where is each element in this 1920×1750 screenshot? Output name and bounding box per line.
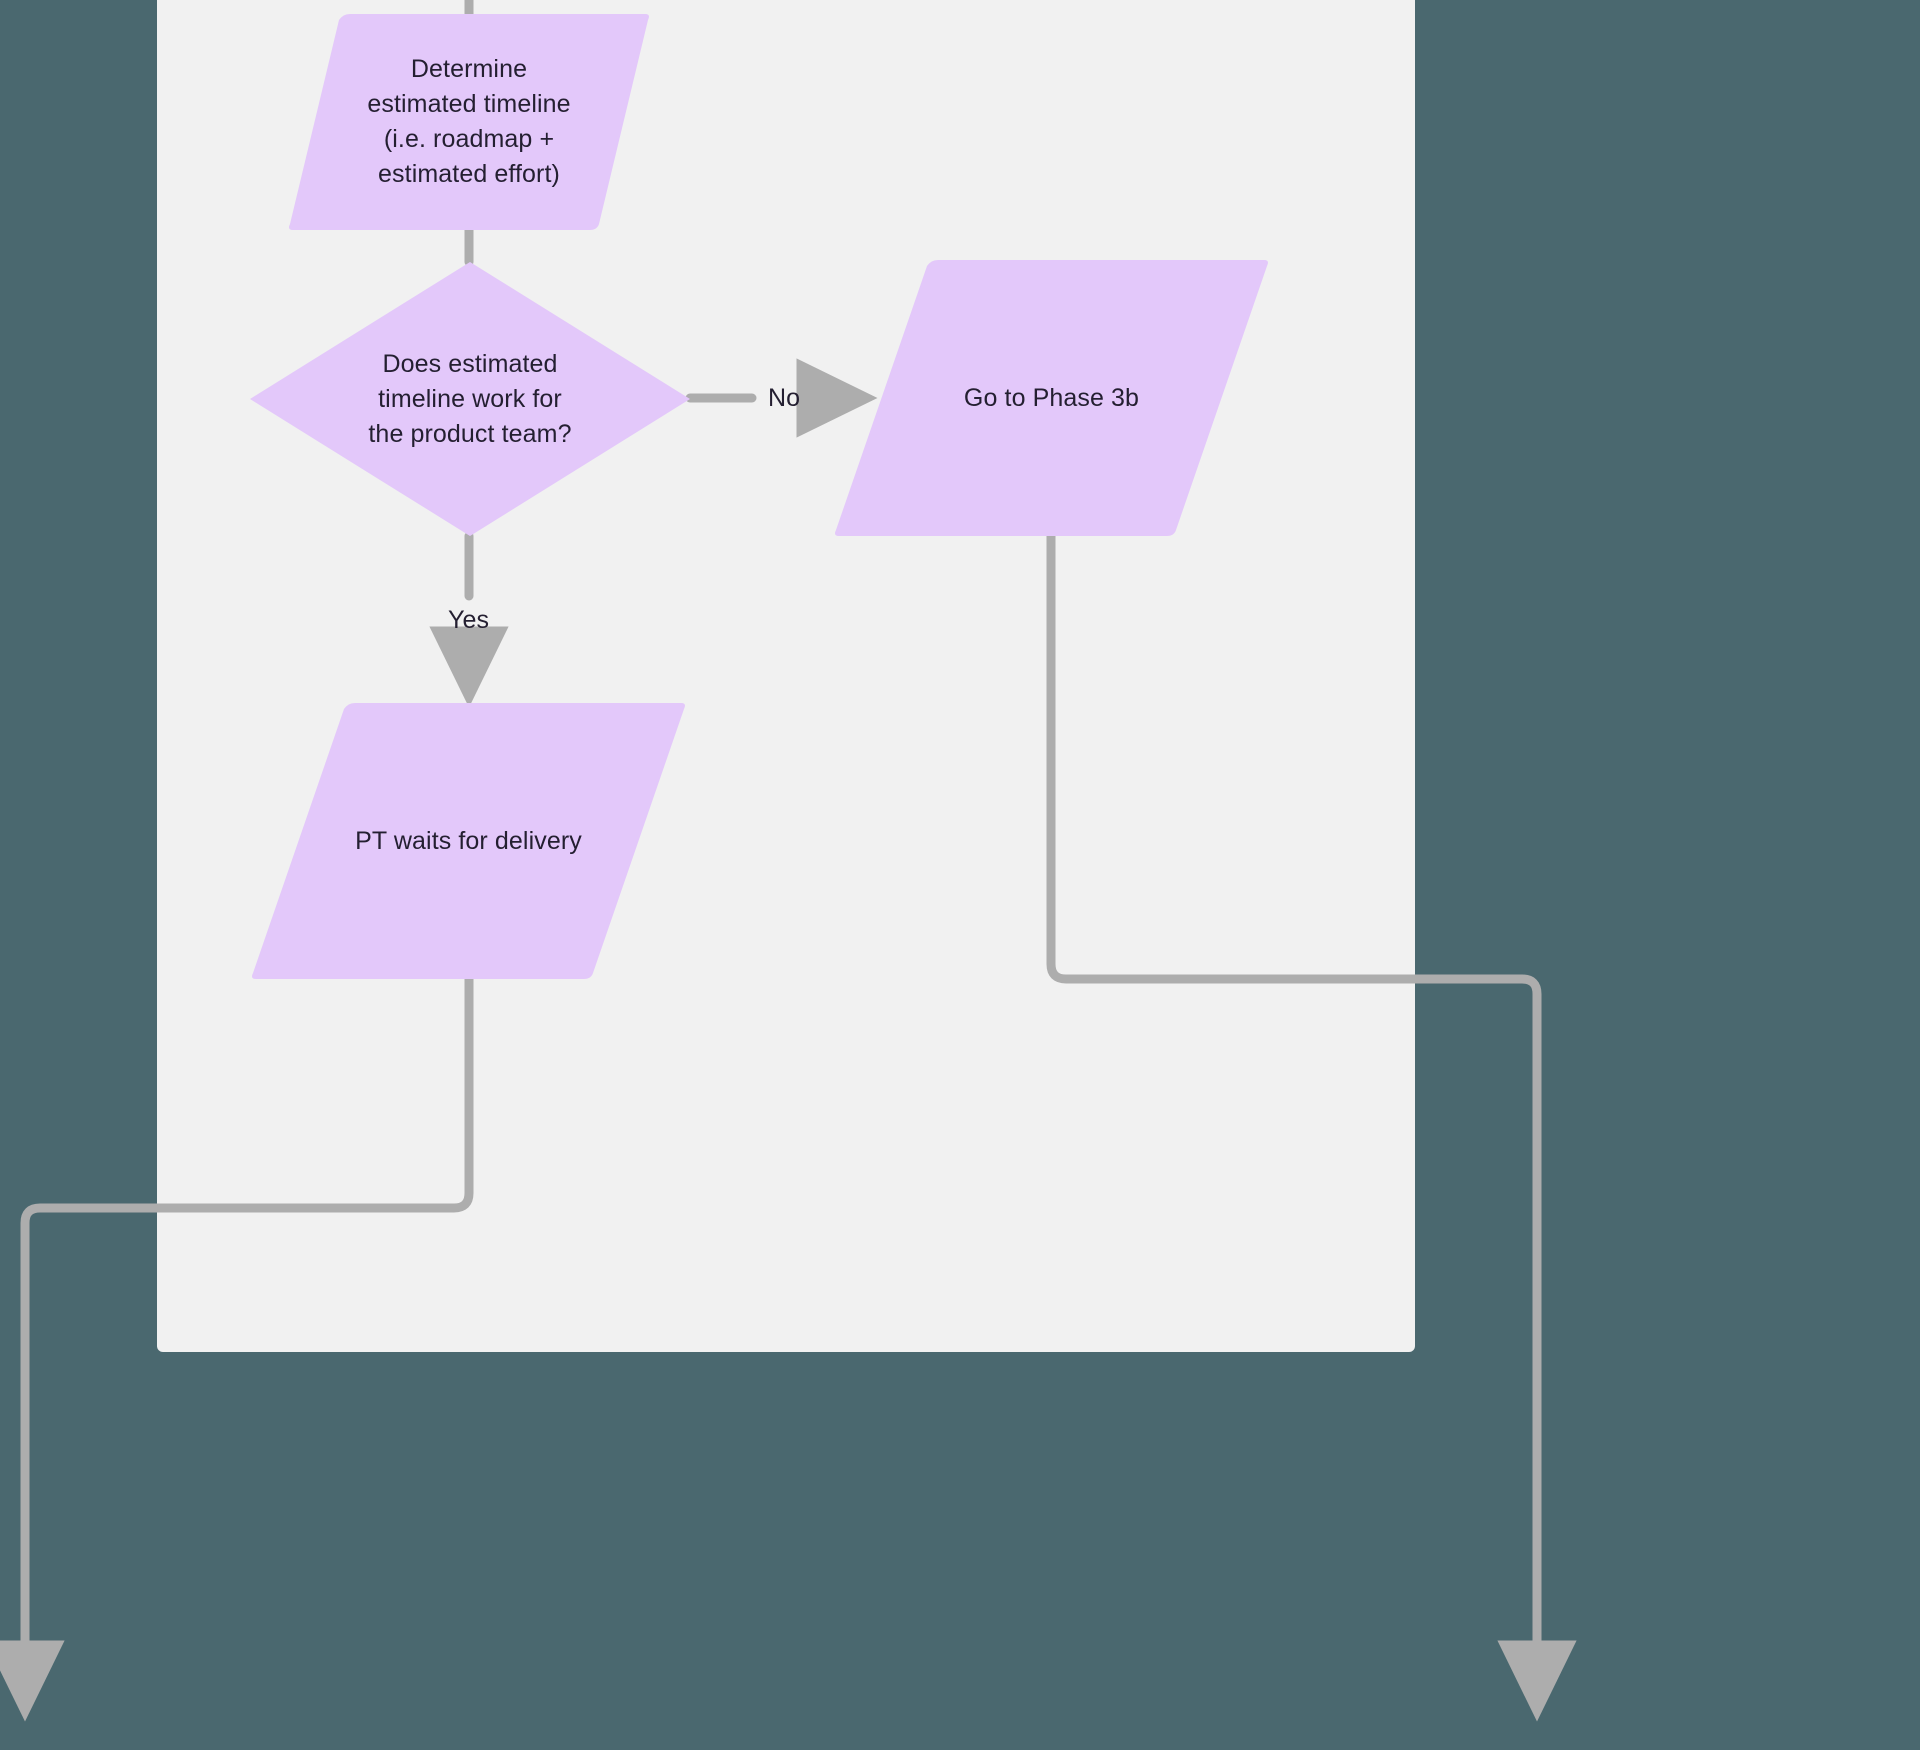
edge-label-yes: Yes [448, 605, 489, 635]
parallelogram-shape [252, 703, 685, 979]
edge-label-yes-text: Yes [448, 606, 490, 634]
node-go-to-phase-3b[interactable]: Go to Phase 3b [833, 260, 1270, 536]
diamond-shape [250, 262, 690, 536]
parallelogram-shape [835, 260, 1268, 536]
parallelogram-shape [289, 14, 649, 230]
node-pt-waits-for-delivery[interactable]: PT waits for delivery [250, 703, 687, 979]
node-determine-timeline[interactable]: Determine estimated timeline (i.e. roadm… [287, 14, 651, 230]
node-label: PT waits for delivery [355, 826, 582, 855]
edge-label-no: No [768, 383, 800, 413]
node-label: Determine estimated timeline (i.e. roadm… [367, 55, 571, 188]
node-timeline-works-decision[interactable]: Does estimated timeline work for the pro… [250, 262, 690, 536]
edge-label-no-text: No [768, 384, 801, 412]
node-label: Does estimated timeline work for the pro… [368, 349, 572, 448]
node-label: Go to Phase 3b [963, 383, 1140, 412]
